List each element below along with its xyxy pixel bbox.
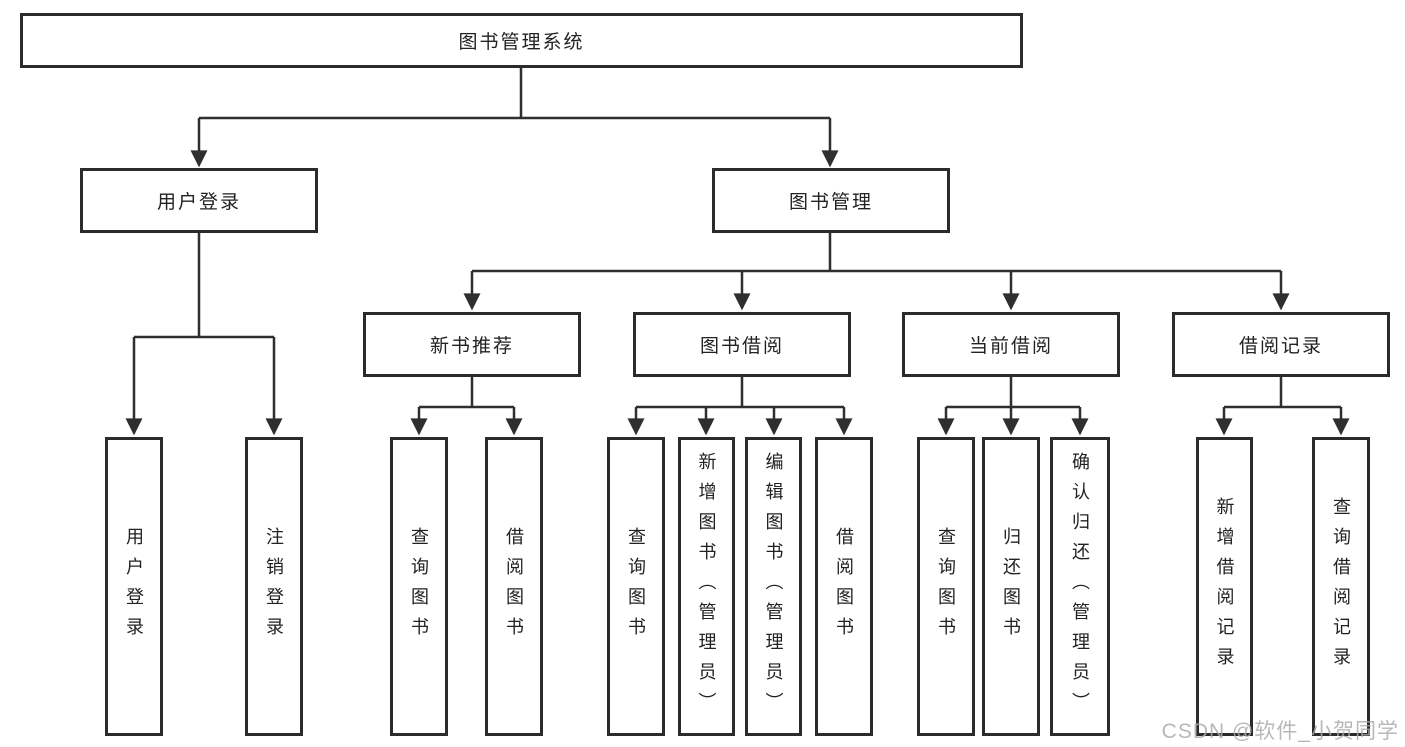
connector-root-branch xyxy=(190,68,839,168)
leaf-label: 借阅图书 xyxy=(504,526,524,647)
connector-new-book-recommend-branch xyxy=(410,377,523,436)
leaf-query-books-current: 查询图书 xyxy=(917,437,975,736)
leaf-logout: 注销登录 xyxy=(245,437,303,736)
leaf-label: 新增借阅记录 xyxy=(1214,496,1235,677)
node-book-management: 图书管理 xyxy=(712,168,950,233)
leaf-label: 归还图书 xyxy=(1001,526,1021,647)
leaf-confirm-return-admin: 确认归还（管理员） xyxy=(1050,437,1110,736)
node-new-book-recommend: 新书推荐 xyxy=(363,312,581,377)
node-current-borrow: 当前借阅 xyxy=(902,312,1120,377)
leaf-label: 查询图书 xyxy=(936,526,956,647)
connector-current-borrow-branch xyxy=(937,377,1089,436)
leaf-query-books-borrow: 查询图书 xyxy=(607,437,665,736)
leaf-borrow-books: 借阅图书 xyxy=(815,437,873,736)
leaf-add-borrow-record: 新增借阅记录 xyxy=(1196,437,1253,736)
leaf-label: 借阅图书 xyxy=(834,526,854,647)
leaf-label: 查询图书 xyxy=(626,526,646,647)
leaf-query-books-recommend: 查询图书 xyxy=(390,437,448,736)
leaf-label: 新增图书（管理员） xyxy=(696,451,717,722)
leaf-label: 注销登录 xyxy=(264,526,284,647)
node-book-borrow: 图书借阅 xyxy=(633,312,851,377)
leaf-return-book: 归还图书 xyxy=(982,437,1040,736)
leaf-user-login: 用户登录 xyxy=(105,437,163,736)
node-borrow-records: 借阅记录 xyxy=(1172,312,1390,377)
connector-user-login-branch xyxy=(125,233,283,436)
leaf-label: 查询图书 xyxy=(409,526,429,647)
leaf-add-book-admin: 新增图书（管理员） xyxy=(678,437,735,736)
connector-borrow-records-branch xyxy=(1215,377,1350,436)
leaf-label: 用户登录 xyxy=(124,526,144,647)
leaf-label: 确认归还（管理员） xyxy=(1070,451,1090,722)
connector-book-management-branch xyxy=(463,233,1290,311)
node-user-login: 用户登录 xyxy=(80,168,318,233)
node-library-management-system: 图书管理系统 xyxy=(20,13,1023,68)
leaf-edit-book-admin: 编辑图书（管理员） xyxy=(745,437,802,736)
csdn-watermark: CSDN @软件_小贺同学 xyxy=(1161,720,1399,743)
connector-book-borrow-branch xyxy=(627,377,853,436)
leaf-query-borrow-record: 查询借阅记录 xyxy=(1312,437,1370,736)
leaf-label: 查询借阅记录 xyxy=(1331,496,1351,677)
leaf-borrow-books-recommend: 借阅图书 xyxy=(485,437,543,736)
leaf-label: 编辑图书（管理员） xyxy=(763,451,784,722)
